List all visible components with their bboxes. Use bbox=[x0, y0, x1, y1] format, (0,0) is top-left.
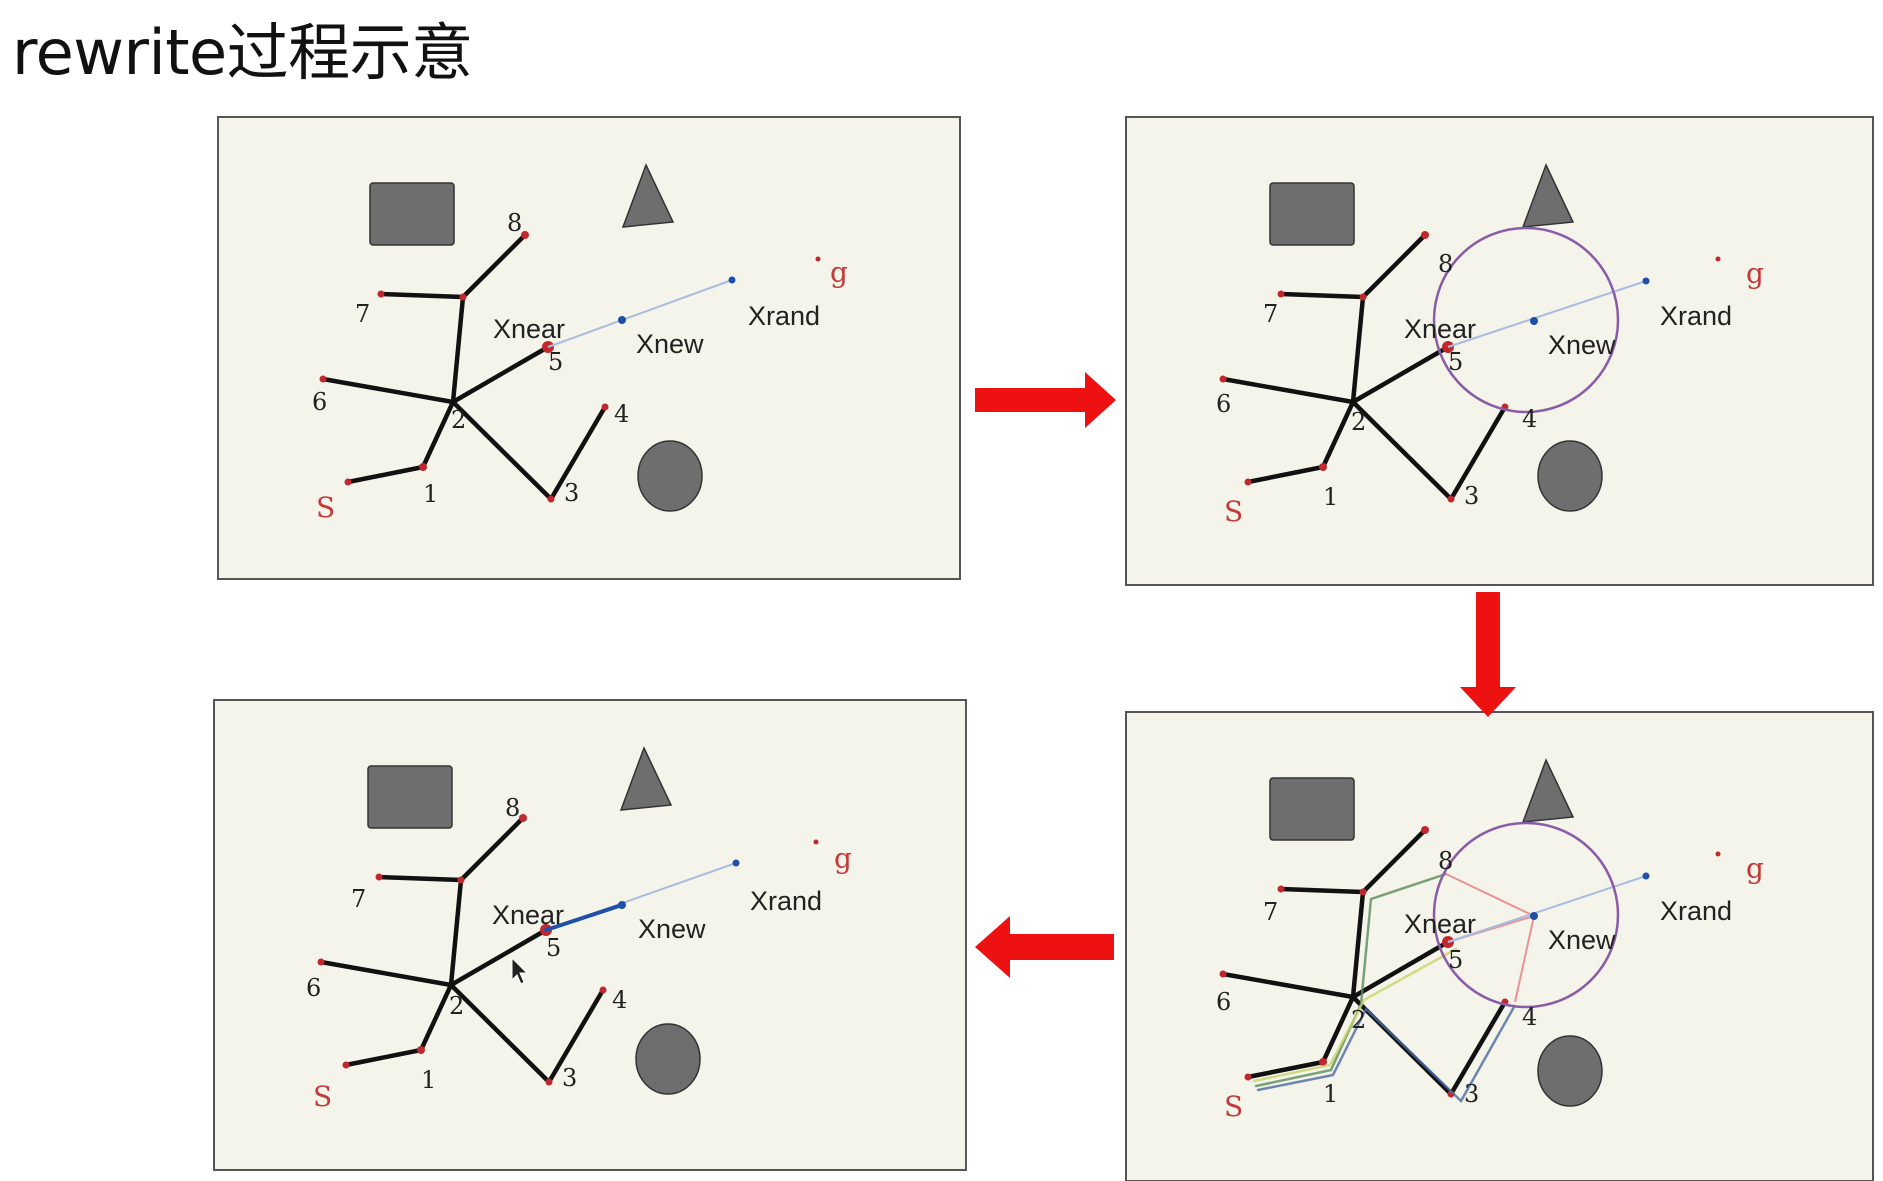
node-number-8: 8 bbox=[505, 794, 520, 822]
node-number-3: 3 bbox=[564, 479, 579, 507]
node-number-7: 7 bbox=[1263, 898, 1278, 926]
node-number-5: 5 bbox=[546, 934, 561, 962]
node-number-2: 2 bbox=[1351, 408, 1366, 436]
xnew-label: Xnew bbox=[638, 914, 706, 944]
near-radius-circle bbox=[1432, 821, 1620, 1009]
node-number-6: 6 bbox=[312, 388, 327, 416]
node-number-4: 4 bbox=[614, 400, 629, 428]
node-number-8: 8 bbox=[1438, 847, 1453, 875]
start-label: S bbox=[313, 1080, 332, 1113]
xnear-label: Xnear bbox=[493, 314, 565, 344]
xnew-node bbox=[618, 316, 626, 324]
new-edge bbox=[544, 903, 624, 932]
node-number-3: 3 bbox=[1464, 482, 1479, 510]
node-number-6: 6 bbox=[1216, 988, 1231, 1016]
goal-label: g bbox=[1746, 257, 1764, 290]
node-number-5: 5 bbox=[1448, 348, 1463, 376]
node-number-2: 2 bbox=[1351, 1006, 1366, 1034]
mouse-cursor-icon bbox=[511, 956, 529, 985]
xrand-node bbox=[732, 859, 740, 867]
panel-background bbox=[217, 116, 961, 580]
node-number-2: 2 bbox=[451, 406, 466, 434]
goal-label: g bbox=[1746, 852, 1764, 885]
xnew-label: Xnew bbox=[1548, 925, 1616, 955]
xnew-node bbox=[1530, 317, 1538, 325]
xnear-label: Xnear bbox=[1404, 909, 1476, 939]
xnew-label: Xnew bbox=[636, 329, 704, 359]
node-number-1: 1 bbox=[421, 1066, 436, 1094]
node-number-8: 8 bbox=[1438, 250, 1453, 278]
node-number-2: 2 bbox=[449, 992, 464, 1020]
xnew-node bbox=[1530, 912, 1538, 920]
panel-background bbox=[1125, 116, 1874, 586]
xnear-label: Xnear bbox=[1404, 314, 1476, 344]
node-number-7: 7 bbox=[355, 300, 370, 328]
start-label: S bbox=[1224, 495, 1243, 528]
node-number-3: 3 bbox=[1464, 1080, 1479, 1108]
xnew-label: Xnew bbox=[1548, 330, 1616, 360]
xrand-label: Xrand bbox=[1660, 896, 1732, 926]
xrand-label: Xrand bbox=[750, 886, 822, 916]
panel-2: Xnear Xnew Xrand S g 1 2 3 4 5 6 7 8 bbox=[1125, 116, 1874, 586]
node-number-5: 5 bbox=[548, 348, 563, 376]
xnear-label: Xnear bbox=[492, 900, 564, 930]
node-number-4: 4 bbox=[612, 986, 627, 1014]
xnew-node bbox=[618, 901, 626, 909]
start-label: S bbox=[316, 491, 335, 524]
page-title: rewrite过程示意 bbox=[12, 16, 473, 89]
node-number-6: 6 bbox=[306, 974, 321, 1002]
node-number-1: 1 bbox=[423, 480, 438, 508]
near-radius-circle bbox=[1432, 226, 1620, 414]
xrand-node bbox=[1642, 277, 1650, 285]
node-number-6: 6 bbox=[1216, 390, 1231, 418]
panel-3: Xnear Xnew Xrand S g 1 2 3 4 5 6 7 8 bbox=[1125, 711, 1874, 1181]
start-label: S bbox=[1224, 1090, 1243, 1123]
panel-4: Xnear Xnew Xrand S g 1 2 3 4 5 6 7 8 bbox=[213, 699, 967, 1171]
xrand-node bbox=[728, 276, 736, 284]
xrand-label: Xrand bbox=[1660, 301, 1732, 331]
panel-background bbox=[1125, 711, 1874, 1181]
arrow-down bbox=[1460, 592, 1516, 717]
arrow-left bbox=[975, 916, 1114, 978]
goal-label: g bbox=[830, 256, 848, 289]
node-number-1: 1 bbox=[1323, 1080, 1338, 1108]
node-number-4: 4 bbox=[1522, 405, 1537, 433]
goal-label: g bbox=[834, 842, 852, 875]
candidate-paths bbox=[1252, 872, 1516, 1104]
panel-background bbox=[213, 699, 967, 1171]
node-number-7: 7 bbox=[1263, 300, 1278, 328]
node-number-4: 4 bbox=[1522, 1003, 1537, 1031]
arrow-right bbox=[975, 372, 1116, 428]
xrand-node bbox=[1642, 872, 1650, 880]
node-number-5: 5 bbox=[1448, 946, 1463, 974]
node-number-3: 3 bbox=[562, 1064, 577, 1092]
node-number-7: 7 bbox=[351, 885, 366, 913]
panel-1: Xnear Xnew Xrand S g 1 2 3 4 5 6 7 8 bbox=[217, 116, 961, 580]
node-number-8: 8 bbox=[507, 209, 522, 237]
xrand-label: Xrand bbox=[748, 301, 820, 331]
node-number-1: 1 bbox=[1323, 483, 1338, 511]
